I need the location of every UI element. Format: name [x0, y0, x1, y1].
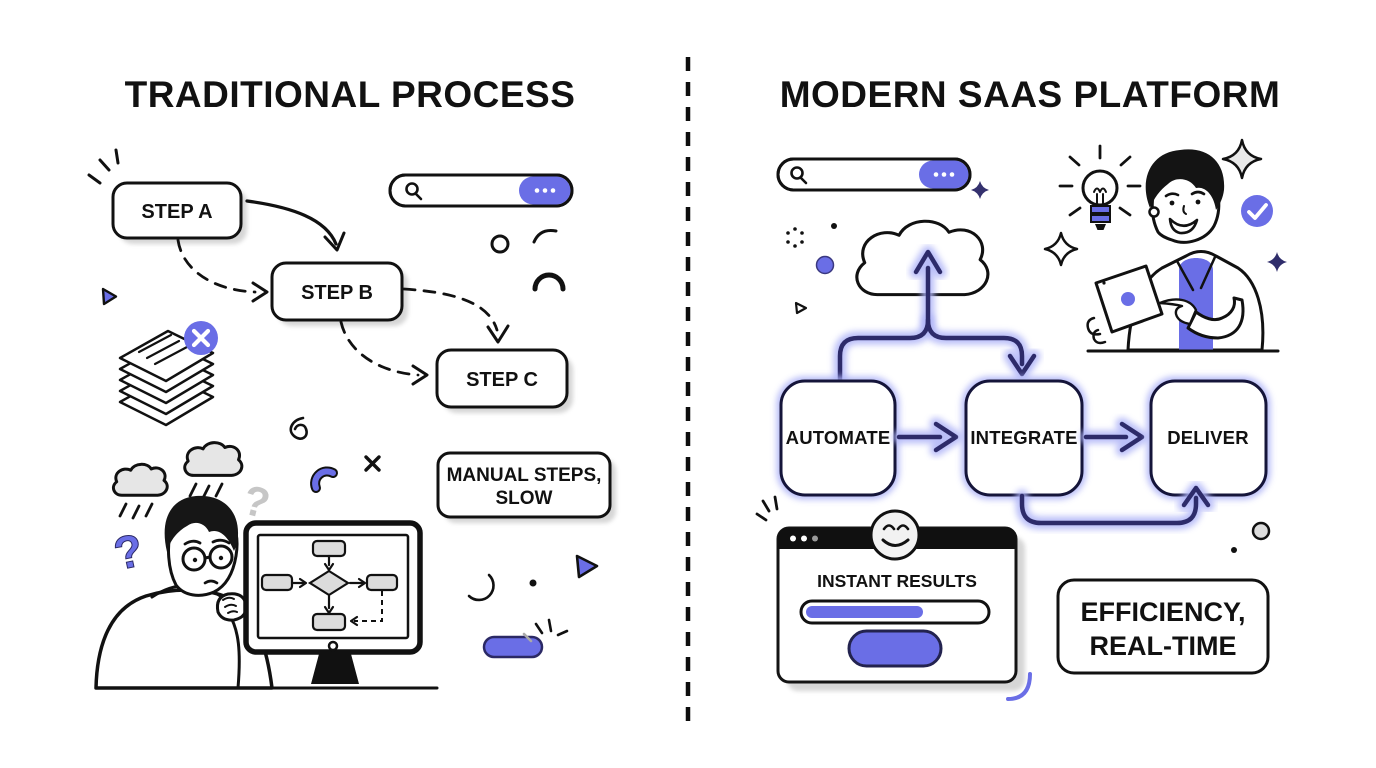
rain-cloud-icon	[111, 462, 169, 520]
spark-burst-icon	[755, 495, 779, 522]
manual-steps-line2: SLOW	[496, 488, 553, 509]
question-mark: ?	[109, 523, 147, 580]
cloud-upload-flow	[833, 219, 1041, 389]
flow-arrow-1	[892, 417, 963, 457]
decor-circle-purple	[815, 255, 835, 275]
decor-curve-mark	[532, 229, 558, 244]
sparkle-icon	[1221, 138, 1263, 180]
pipe-integrate-to-deliver-loop	[1015, 481, 1215, 530]
error-badge-icon	[184, 321, 218, 355]
decor-dot	[1231, 547, 1237, 553]
decor-triangle-purple	[575, 554, 599, 579]
efficiency-line1: EFFICIENCY,	[1080, 597, 1245, 627]
hand-on-chin	[216, 592, 248, 622]
progress-bar-fill	[806, 606, 923, 618]
spark-burst-icon	[87, 148, 120, 185]
decor-dotted-asterisk	[786, 227, 804, 248]
decor-circle-outline	[490, 234, 510, 254]
monitor-stand	[311, 654, 359, 684]
step-b-label: STEP B	[301, 282, 373, 304]
manual-steps-line1: MANUAL STEPS,	[447, 465, 602, 486]
screen-flowchart	[260, 539, 399, 632]
window-controls-icon	[790, 535, 818, 542]
arrowhead-up	[913, 249, 943, 275]
manual-steps-callout: MANUAL STEPS, SLOW	[436, 451, 616, 523]
search-icon	[405, 182, 423, 201]
deliver-label: DELIVER	[1167, 427, 1249, 448]
person-left-hand	[1086, 316, 1107, 345]
search-pill	[388, 173, 574, 208]
sparkle-icon	[1267, 252, 1287, 272]
person-pointing-hand	[1158, 298, 1198, 326]
window-title-text: INSTANT RESULTS	[817, 571, 977, 591]
question-mark: ?	[238, 476, 274, 528]
decor-x-mark	[364, 455, 381, 472]
happy-person	[1086, 149, 1280, 353]
efficiency-callout: EFFICIENCY, REAL-TIME	[1056, 578, 1270, 675]
primary-action-button	[847, 629, 943, 668]
person-mouth	[203, 579, 219, 585]
decor-thick-arc-purple	[310, 466, 338, 493]
tablet-icon	[1094, 264, 1164, 334]
decor-triangle-purple	[101, 287, 118, 306]
app-window: INSTANT RESULTS	[755, 495, 1032, 701]
lightbulb-icon	[1058, 144, 1142, 230]
decor-crescent	[467, 573, 495, 602]
decor-dot	[831, 223, 837, 229]
efficiency-line2: REAL-TIME	[1090, 631, 1237, 661]
step-node-b: STEP B	[270, 261, 408, 326]
arrow-a-to-b-solid	[245, 199, 346, 252]
flow-arrow-2	[1079, 417, 1149, 457]
arrow-b-to-c-top-dashed	[402, 287, 510, 344]
sparkle-icon	[1043, 231, 1079, 267]
rain-cloud-icon	[183, 441, 244, 500]
monitor-power-dot	[327, 640, 339, 652]
decor-circle-gray	[1251, 521, 1271, 541]
ellipsis-icon	[933, 172, 955, 177]
arrowhead-down	[1007, 353, 1037, 377]
arrow-a-to-b-dashed	[176, 238, 269, 303]
highlight-pill	[482, 618, 569, 659]
ellipsis-icon	[534, 188, 556, 193]
monitor-icon	[243, 520, 423, 684]
check-badge-icon	[1241, 195, 1273, 227]
glasses-icon	[181, 544, 234, 572]
step-node-a: STEP A	[111, 181, 247, 244]
pipe-junction-to-integrate	[925, 317, 1025, 367]
automate-label: AUTOMATE	[786, 427, 891, 448]
person-hair	[164, 495, 239, 552]
decor-triangle-outline	[794, 301, 808, 315]
step-node-c: STEP C	[435, 348, 573, 413]
progress-bar	[799, 599, 991, 625]
decor-squiggle	[289, 416, 308, 440]
sparkle-icon	[971, 181, 989, 199]
flow-node-deliver: DELIVER	[1146, 376, 1271, 500]
decor-arc-mark	[532, 272, 566, 292]
left-panel: TRADITIONAL PROCESS STEP A STEP B	[87, 74, 616, 690]
left-panel-title: TRADITIONAL PROCESS	[125, 74, 576, 115]
decor-arc-purple	[1006, 672, 1032, 701]
decor-dot	[529, 579, 537, 587]
search-pill	[776, 157, 972, 192]
person-thinking	[94, 495, 274, 690]
thinking-person-scene: ? ?	[94, 441, 439, 690]
step-c-label: STEP C	[466, 369, 538, 391]
flow-node-integrate: INTEGRATE	[961, 376, 1087, 500]
search-icon	[790, 166, 808, 185]
person-smile	[1168, 217, 1199, 235]
integrate-label: INTEGRATE	[970, 427, 1077, 448]
arrow-b-to-c-bottom-dashed	[339, 320, 429, 386]
right-panel-title: MODERN SAAS PLATFORM	[780, 74, 1281, 115]
flow-node-automate: AUTOMATE	[776, 376, 900, 500]
step-a-label: STEP A	[141, 201, 212, 223]
smiley-icon	[869, 509, 921, 561]
person-hair	[1145, 149, 1225, 210]
paper-stack-icon	[118, 321, 218, 427]
right-panel: MODERN SAAS PLATFORM	[755, 74, 1287, 701]
